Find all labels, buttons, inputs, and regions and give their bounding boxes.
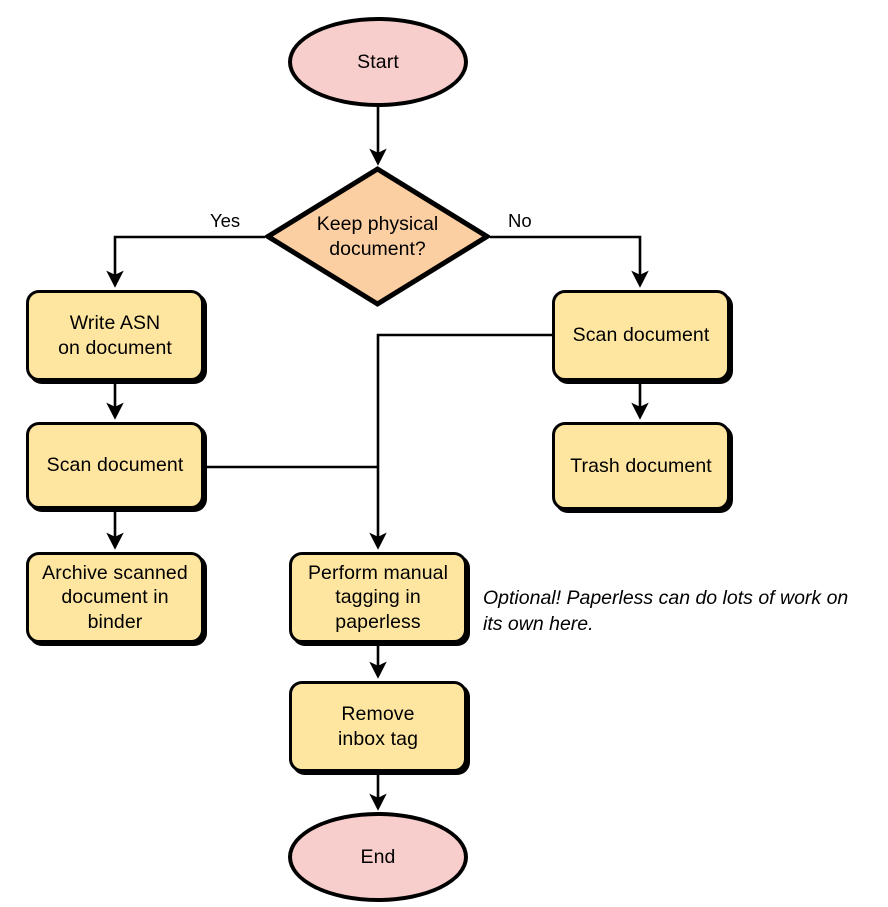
node-start[interactable]: Start: [288, 17, 468, 107]
node-perform-manual-tagging[interactable]: Perform manual tagging in paperless: [289, 552, 467, 643]
node-scan-document-right-label: Scan document: [572, 324, 710, 347]
node-remove-inbox-tag[interactable]: Remove inbox tag: [289, 681, 467, 772]
edge-label-no: No: [508, 210, 532, 231]
edge-decision-yes-to-write-asn: [106, 235, 265, 288]
node-scan-document-left-label: Scan document: [46, 454, 184, 477]
node-archive-label: Archive scanned document in binder: [42, 561, 188, 633]
node-scan-document-right[interactable]: Scan document: [552, 290, 730, 381]
node-scan-document-left[interactable]: Scan document: [26, 422, 204, 509]
node-end[interactable]: End: [288, 812, 468, 902]
diamond-shape: [263, 166, 492, 307]
edge-decision-no-to-scan-right: [490, 235, 649, 288]
edge-label-yes: Yes: [210, 210, 241, 231]
node-archive-scanned-document[interactable]: Archive scanned document in binder: [26, 552, 204, 643]
node-trash-document-label: Trash document: [570, 454, 712, 477]
node-keep-physical-document-decision[interactable]: Keep physical document?: [263, 166, 492, 307]
node-end-label: End: [360, 845, 396, 868]
node-decision-label: Keep physical document?: [316, 212, 439, 260]
annotation-optional-note: Optional! Paperless can do lots of work …: [483, 587, 849, 635]
node-write-asn-on-document[interactable]: Write ASN on document: [26, 290, 204, 381]
node-remove-inbox-tag-label: Remove inbox tag: [337, 702, 419, 750]
node-manual-tagging-label: Perform manual tagging in paperless: [307, 561, 449, 633]
node-write-asn-label: Write ASN on document: [58, 311, 172, 359]
node-trash-document[interactable]: Trash document: [552, 422, 730, 510]
edge-scan-right-to-manual-tagging: [369, 333, 552, 550]
node-start-label: Start: [357, 50, 399, 73]
